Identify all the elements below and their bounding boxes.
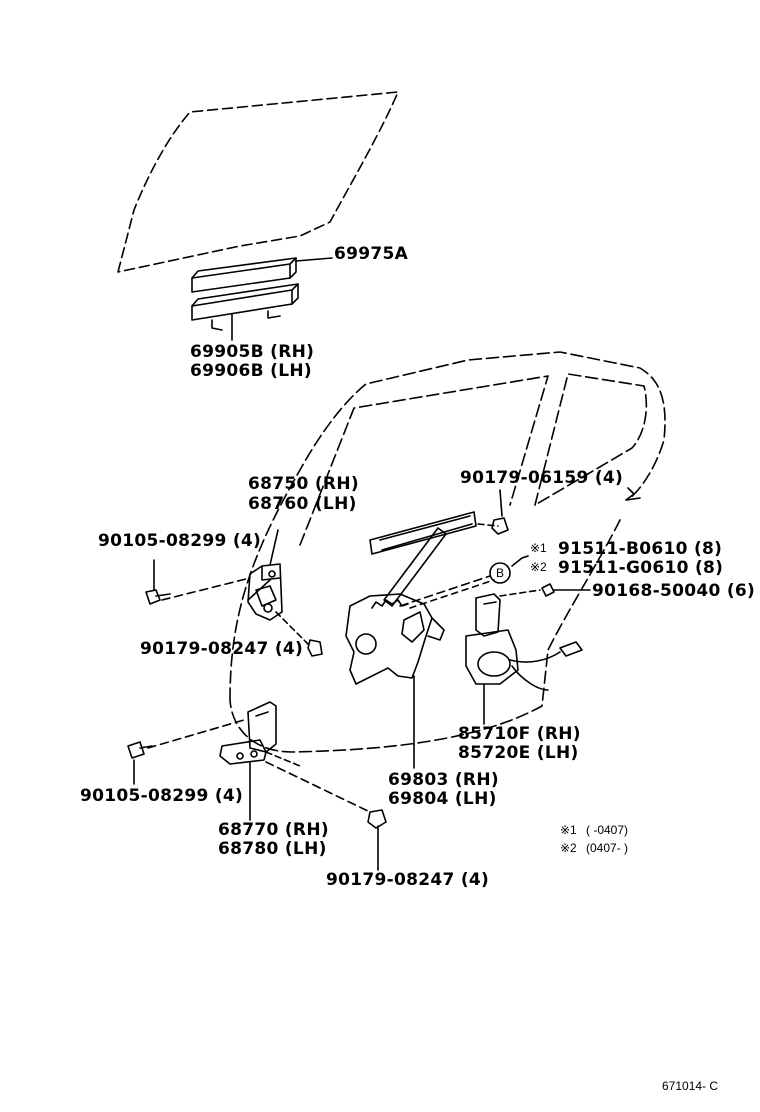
leader-lower-bolt	[147, 719, 245, 749]
glass-channel-part	[191, 257, 297, 293]
upper-hinge-part	[247, 563, 283, 621]
leader-motor-screw	[499, 589, 541, 597]
leader-lower-nut-2	[265, 751, 301, 767]
leader-69975a	[295, 257, 333, 262]
door-outline	[229, 351, 666, 753]
note-2-marker: ※2	[560, 841, 577, 855]
label-motor-lh: 85720E (LH)	[458, 743, 579, 763]
label-nut-top: 90179-06159 (4)	[460, 468, 624, 488]
label-glass-channel: 69975A	[334, 244, 409, 264]
label-regulator-rh: 69803 (RH)	[388, 770, 499, 790]
label-glass-run-rh: 69905B (RH)	[190, 342, 315, 362]
label-rivet-1-marker: ※1	[530, 541, 547, 555]
leader-top-nut	[477, 523, 499, 527]
label-rivet-1: 91511-B0610 (8)	[558, 539, 723, 559]
label-regulator-lh: 69804 (LH)	[388, 789, 497, 809]
lower-hinge-part	[219, 701, 277, 765]
nut-lower-part	[367, 809, 387, 829]
label-hinge-lower-rh: 68770 (RH)	[218, 820, 329, 840]
door-notch	[625, 487, 641, 501]
top-nut-part	[491, 517, 509, 535]
label-rivet-2-marker: ※2	[530, 560, 547, 574]
label-nut-lower-hinge: 90179-08247 (4)	[326, 870, 490, 890]
leader-68750	[269, 529, 279, 566]
nut-upper-part	[307, 639, 323, 657]
window-regulator-part	[345, 511, 477, 685]
leader-regulator-rivet	[409, 579, 495, 609]
note-2-text: (0407- )	[586, 841, 629, 855]
leader-upper-nut	[275, 611, 309, 645]
label-rivet-2: 91511-G0610 (8)	[558, 558, 724, 578]
regulator-motor-part	[465, 593, 583, 691]
label-hinge-lower-lh: 68780 (LH)	[218, 839, 327, 859]
bolt-lower-part	[127, 741, 153, 759]
diagram-reference-code: 671014- C	[662, 1079, 719, 1093]
label-hinge-upper-lh: 68760 (LH)	[248, 494, 357, 514]
motor-screw-part	[541, 583, 555, 597]
label-callout-b: B	[496, 566, 505, 580]
label-bolt-upper-hinge: 90105-08299 (4)	[98, 531, 262, 551]
leader-90179-06159	[499, 489, 503, 517]
bolt-upper-part	[145, 589, 171, 605]
glass-run-part	[191, 283, 299, 331]
label-glass-run-lh: 69906B (LH)	[190, 361, 312, 381]
label-nut-upper-hinge: 90179-08247 (4)	[140, 639, 304, 659]
note-1-marker: ※1	[560, 823, 577, 837]
label-bolt-lower-hinge: 90105-08299 (4)	[80, 786, 244, 806]
door-glass	[117, 91, 399, 273]
callout-b-circle	[489, 562, 511, 584]
leader-hinge-upper-area	[247, 579, 271, 601]
leader-lower-nut	[265, 761, 371, 813]
leader-rivet	[511, 555, 529, 567]
leader-regulator-motor	[399, 575, 491, 607]
label-screw-motor: 90168-50040 (6)	[592, 581, 756, 601]
note-1-text: ( -0407)	[586, 823, 629, 837]
leader-upper-bolt	[161, 577, 251, 601]
label-hinge-upper-rh: 68750 (RH)	[248, 474, 359, 494]
label-motor-rh: 85710F (RH)	[458, 724, 581, 744]
